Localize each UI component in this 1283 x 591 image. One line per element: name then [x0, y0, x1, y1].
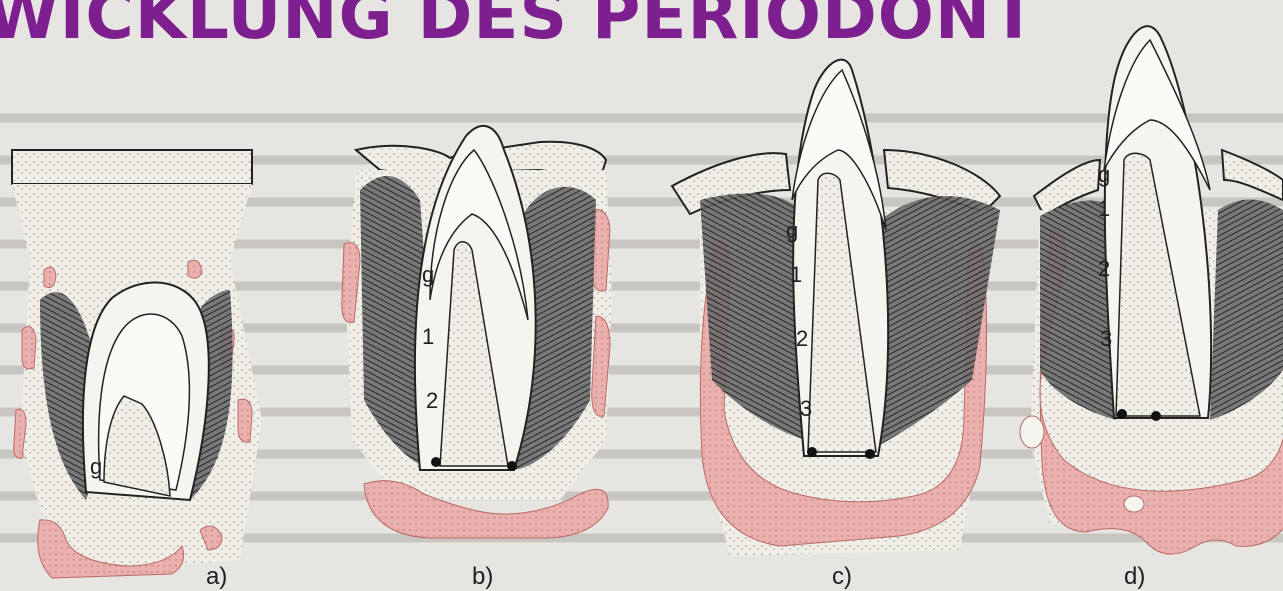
- caption-b: b): [472, 563, 493, 590]
- label-c-g: g: [786, 218, 798, 243]
- panel-d: [1020, 26, 1283, 554]
- panel-a: [12, 150, 262, 578]
- label-b-2: 2: [426, 388, 438, 413]
- caption-d: d): [1124, 563, 1145, 590]
- label-b-1: 1: [422, 324, 434, 349]
- panel-c: [672, 60, 1000, 556]
- label-d-1: 1: [1098, 196, 1110, 221]
- caption-c: c): [832, 563, 852, 590]
- caption-a: a): [206, 563, 227, 590]
- label-d-3: 3: [1100, 326, 1112, 351]
- label-c-2: 2: [796, 326, 808, 351]
- label-d-g: g: [1098, 162, 1110, 187]
- oral-epithelium: [12, 150, 252, 184]
- label-d-2: 2: [1098, 256, 1110, 281]
- panel-b: [342, 126, 612, 538]
- panel-captions: a) b) c) d): [206, 563, 1145, 590]
- label-c-1: 1: [790, 262, 802, 287]
- label-a-g: g: [90, 454, 102, 479]
- label-c-3: 3: [800, 396, 812, 421]
- label-b-g: g: [422, 262, 434, 287]
